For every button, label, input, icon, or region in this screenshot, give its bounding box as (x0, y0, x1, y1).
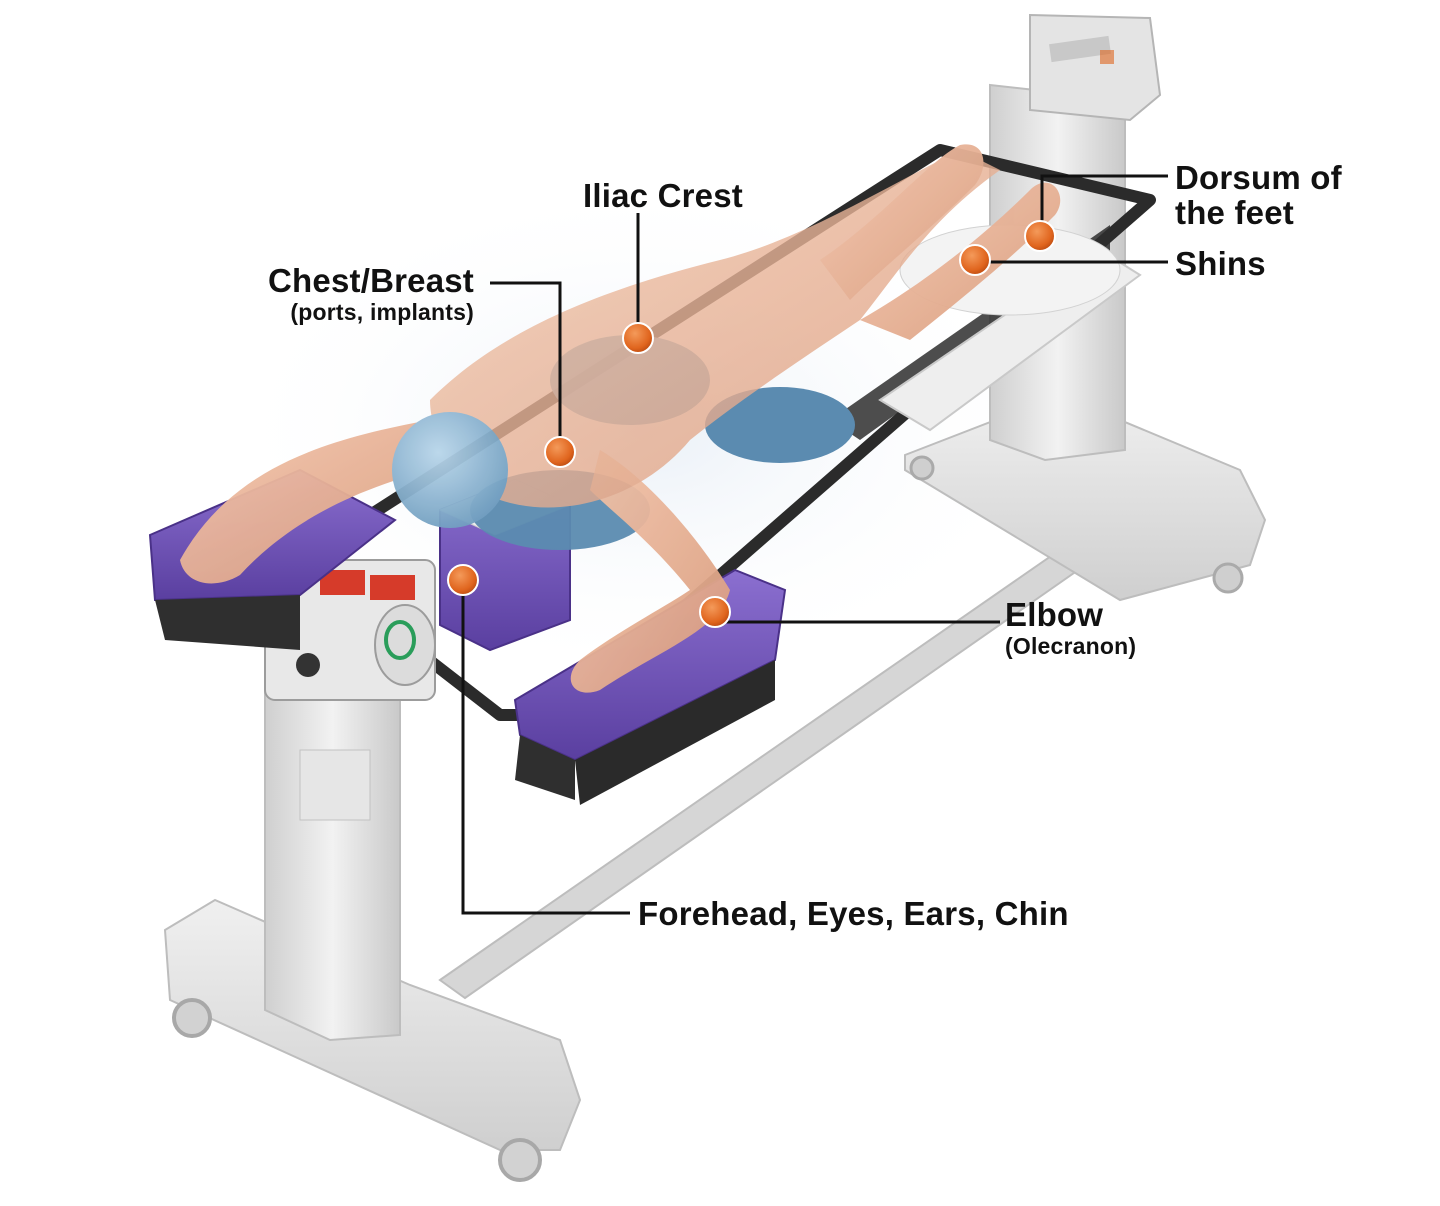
label-elbow-title: Elbow (1005, 596, 1104, 633)
pressure-point-marker (544, 436, 576, 468)
callout-lines (461, 174, 1168, 915)
callout-line-dorsum (1040, 174, 1168, 236)
label-elbow-note: (Olecranon) (1005, 633, 1137, 659)
pressure-point-marker (622, 322, 654, 354)
label-dorsum-of-feet: Dorsum of the feet (1175, 160, 1342, 230)
pressure-point-marker (1024, 220, 1056, 252)
label-dorsum-title: Dorsum of the feet (1175, 159, 1342, 231)
label-shins-title: Shins (1175, 245, 1266, 282)
label-chest-note: (ports, implants) (290, 299, 474, 325)
label-chest-breast: Chest/Breast (ports, implants) (268, 262, 474, 326)
control-box (264, 559, 436, 701)
label-iliac-crest: Iliac Crest (583, 178, 743, 214)
pressure-markers (447, 220, 1056, 628)
label-chest-title: Chest/Breast (268, 262, 474, 299)
label-shins: Shins (1175, 246, 1266, 282)
label-forehead-eyes-ears-chin: Forehead, Eyes, Ears, Chin (638, 896, 1069, 932)
pressure-point-marker (447, 564, 479, 596)
head-end-column (163, 638, 582, 1182)
label-elbow: Elbow (Olecranon) (1005, 596, 1137, 660)
label-forehead-title: Forehead, Eyes, Ears, Chin (638, 895, 1069, 932)
pressure-point-marker (959, 244, 991, 276)
callout-line-chest (490, 281, 562, 452)
pressure-point-marker (699, 596, 731, 628)
foot-end-column (904, 13, 1267, 602)
label-iliac-title: Iliac Crest (583, 177, 743, 214)
callout-line-forehead (461, 580, 630, 915)
